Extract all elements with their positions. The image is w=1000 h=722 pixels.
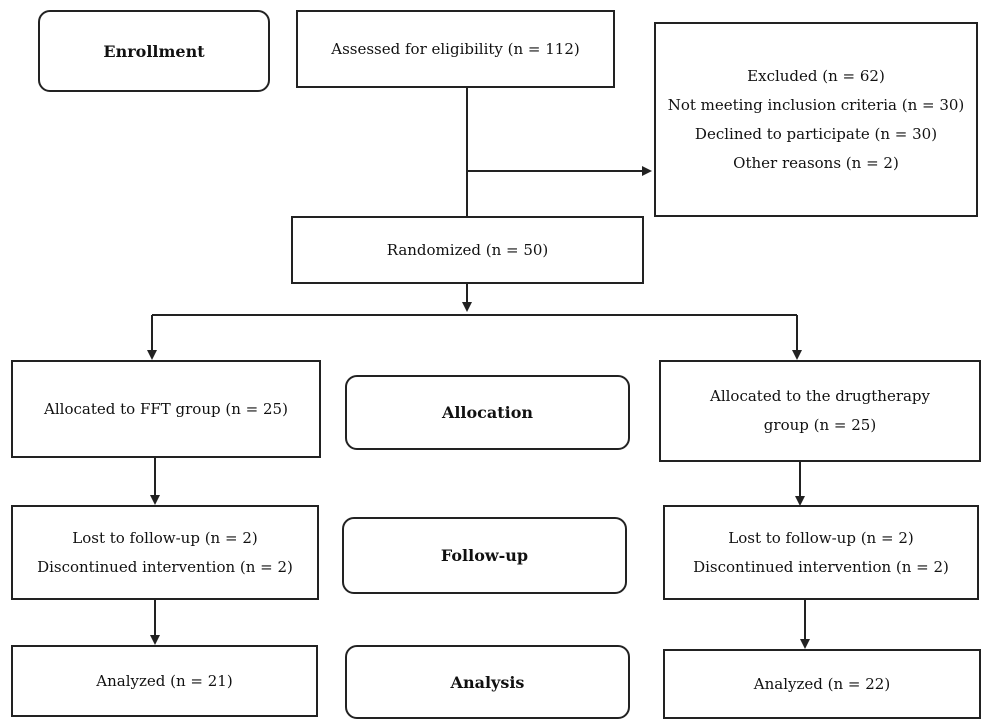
fft-allocation-box: Allocated to FFT group (n = 25) xyxy=(11,360,321,458)
assessed-text: Assessed for eligibility (n = 112) xyxy=(331,39,580,58)
fft-analysis-text: Analyzed (n = 21) xyxy=(96,671,233,690)
excluded-box: Excluded (n = 62) Not meeting inclusion … xyxy=(654,22,978,217)
fft-analysis-box: Analyzed (n = 21) xyxy=(11,645,318,717)
fft-followup-box: Lost to follow-up (n = 2) Discontinued i… xyxy=(11,505,319,600)
stage-analysis: Analysis xyxy=(345,645,630,719)
assessed-box: Assessed for eligibility (n = 112) xyxy=(296,10,615,88)
stage-allocation-label: Allocation xyxy=(441,403,534,422)
drug-followup-box: Lost to follow-up (n = 2) Discontinued i… xyxy=(663,505,979,600)
stage-analysis-label: Analysis xyxy=(450,672,525,692)
stage-followup-label: Follow-up xyxy=(440,546,529,565)
drug-allocation-line: group (n = 25) xyxy=(763,416,877,434)
randomized-text: Randomized (n = 50) xyxy=(386,240,549,259)
drug-followup-line: Lost to follow-up (n = 2) xyxy=(728,528,914,547)
drug-analysis-text: Analyzed (n = 22) xyxy=(753,674,891,693)
drug-followup-line: Discontinued intervention (n = 2) xyxy=(693,557,949,576)
drug-analysis-box: Analyzed (n = 22) xyxy=(663,649,981,719)
excluded-reason-line: Other reasons (n = 2) xyxy=(733,153,899,172)
stage-enrollment-label: Enrollment xyxy=(103,41,205,61)
stage-followup: Follow-up xyxy=(342,517,627,594)
stage-enrollment: Enrollment xyxy=(38,10,270,92)
fft-allocation-text: Allocated to FFT group (n = 25) xyxy=(44,399,288,418)
excluded-line: Excluded (n = 62) xyxy=(747,66,885,85)
excluded-reason-line: Declined to participate (n = 30) xyxy=(694,124,938,143)
drug-allocation-line: Allocated to the drugtherapy xyxy=(709,387,931,405)
randomized-box: Randomized (n = 50) xyxy=(291,216,644,284)
excluded-reason-line: Not meeting inclusion criteria (n = 30) xyxy=(667,95,965,114)
fft-followup-line: Lost to follow-up (n = 2) xyxy=(72,528,258,547)
drug-allocation-box: Allocated to the drugtherapy group (n = … xyxy=(659,360,981,462)
stage-allocation: Allocation xyxy=(345,375,630,450)
fft-followup-line: Discontinued intervention (n = 2) xyxy=(37,557,293,576)
